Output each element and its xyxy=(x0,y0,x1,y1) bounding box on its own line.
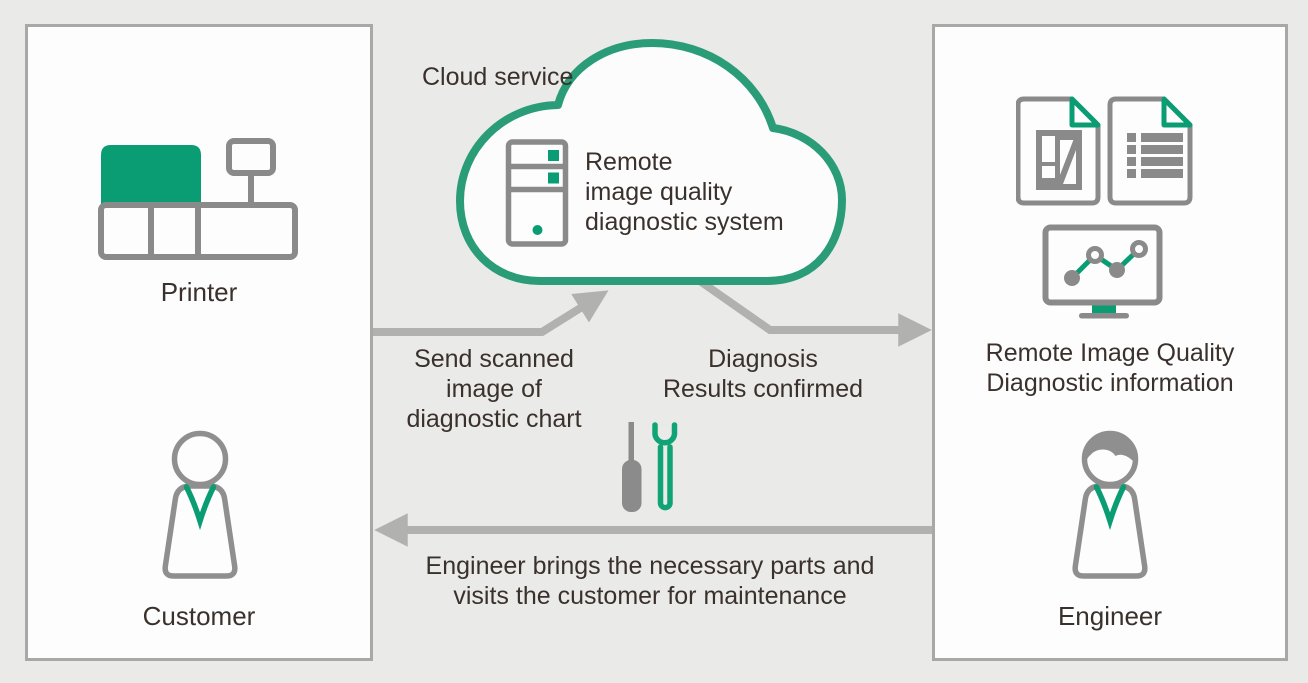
cloud-service-label: Cloud service xyxy=(422,63,574,91)
screwdriver-icon xyxy=(622,422,642,512)
diagnostic-information-line: Remote Image Quality xyxy=(985,339,1235,367)
diagnostic-system-line: Remote xyxy=(585,148,673,176)
customer-label: Customer xyxy=(142,601,256,631)
send-scan-line: Send scanned xyxy=(414,345,574,373)
send-scan-line: image of xyxy=(446,375,542,403)
person-with-hair-icon xyxy=(1072,430,1148,579)
maintenance-caption: Engineer brings the necessary parts and … xyxy=(375,551,925,611)
diagnosis-line: Results confirmed xyxy=(662,375,864,403)
hair xyxy=(1085,433,1137,466)
diagnostic-system-line: image quality xyxy=(585,178,733,206)
arrow-up-right-icon xyxy=(370,290,609,336)
tools-icons xyxy=(622,422,678,512)
maintenance-line: Engineer brings the necessary parts and xyxy=(425,552,875,580)
line-chart-monitor-icon xyxy=(1042,224,1163,319)
printer-icon xyxy=(98,138,298,260)
folded-corner-icon xyxy=(1069,96,1101,128)
engineer-label: Engineer xyxy=(1057,601,1163,631)
green-collar xyxy=(183,484,217,531)
wrench-icon xyxy=(652,422,678,511)
diagnostic-information-label: Remote Image Quality Diagnostic informat… xyxy=(932,338,1288,398)
server-icon xyxy=(505,139,569,247)
folded-corner-icon xyxy=(1161,96,1193,128)
document-image-icon xyxy=(1016,96,1101,206)
diagnosis-caption: Diagnosis Results confirmed xyxy=(633,344,893,404)
diagnostic-information-line: Diagnostic information xyxy=(986,369,1234,397)
diagnostic-system-line: diagnostic system xyxy=(585,208,784,236)
document-list-icon xyxy=(1107,96,1193,206)
maintenance-line: visits the customer for maintenance xyxy=(453,582,847,610)
send-scan-line: diagnostic chart xyxy=(406,405,582,433)
green-collar xyxy=(1093,484,1127,531)
diagnostic-system-label: Remote image quality diagnostic system xyxy=(585,147,784,237)
documents-icons xyxy=(1016,96,1193,206)
printer-label: Printer xyxy=(160,277,238,307)
diagnosis-line: Diagnosis xyxy=(708,345,818,373)
send-scan-caption: Send scanned image of diagnostic chart xyxy=(379,344,609,434)
person-icon xyxy=(162,430,238,579)
arrow-right-icon xyxy=(694,275,932,347)
